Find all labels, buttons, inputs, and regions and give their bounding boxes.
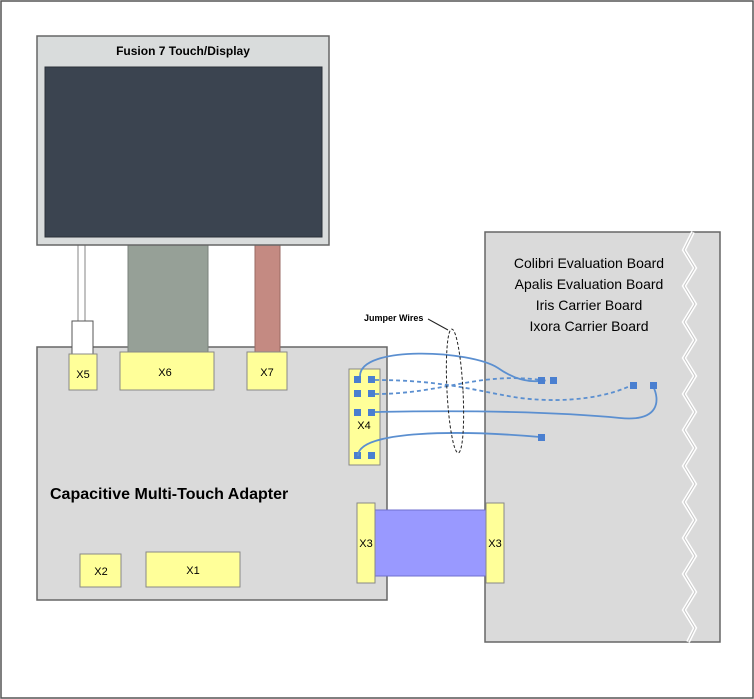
x6-flat-cable [127,244,209,354]
jumper-wires-label: Jumper Wires [364,313,423,323]
x4-pin [354,376,361,383]
connector-x1: X1 [145,551,241,588]
board-name-iris: Iris Carrier Board [536,297,643,313]
connector-x4-label: X4 [357,420,370,432]
wire-terminal [538,377,545,384]
connector-x3-left: X3 [356,502,376,584]
jumper-wire-4 [374,385,658,420]
jumper-wire-1 [359,352,541,383]
connector-x3-right-label: X3 [488,538,501,550]
connector-x5-label: X5 [76,369,89,381]
jumper-wire-3-dashed [374,379,633,401]
connector-x6-body [119,351,215,391]
board-name-apalis: Apalis Evaluation Board [515,276,664,292]
connector-x2: X2 [79,553,122,588]
wire-terminal [630,382,637,389]
adapter-title: Capacitive Multi-Touch Adapter [50,486,288,503]
connector-x7-body [246,351,288,391]
x5-plug [71,320,94,357]
connector-x4: X4 [348,368,381,466]
wire-terminal [538,434,545,441]
display-title: Fusion 7 Touch/Display [116,44,250,58]
connector-x1-label: X1 [186,565,199,577]
connector-x2-body [79,553,122,588]
x4-pin [354,409,361,416]
jumper-wires-bundle-outline [445,328,465,454]
connector-x5-body [68,353,98,391]
x7-flat-cable [254,244,281,354]
connector-x3-left-body [356,502,376,584]
touch-display: Fusion 7 Touch/Display [36,35,330,246]
connector-x3-right-body [485,502,505,584]
jumper-wires [357,352,658,457]
x4-pin [368,409,375,416]
connector-x5: X5 [68,353,98,391]
connector-x7-label: X7 [260,367,273,379]
x3-ribbon-cable [373,509,487,577]
connector-x3-left-label: X3 [359,538,372,550]
jumper-wire-2-dashed [374,377,549,395]
board-name-colibri: Colibri Evaluation Board [514,255,664,271]
x4-pin [368,390,375,397]
evaluation-board: Colibri Evaluation Board Apalis Evaluati… [484,231,721,643]
board-name-ixora: Ixora Carrier Board [529,318,648,334]
connector-x6: X6 [119,351,215,391]
torn-edge-line [683,231,696,643]
wire-terminal [550,377,557,384]
connector-x2-label: X2 [94,566,107,578]
connector-x7: X7 [246,351,288,391]
jumper-wires-leader-line [427,318,449,331]
evaluation-board-body [484,231,721,643]
x4-pin [368,452,375,459]
connector-x6-label: X6 [158,367,171,379]
connector-x4-body [348,368,381,466]
wire-terminal [650,382,657,389]
display-screen [44,66,323,238]
x4-pin [368,376,375,383]
jumper-wire-5 [357,432,541,457]
connector-x1-body [145,551,241,588]
connector-x3-right: X3 [485,502,505,584]
x4-pin [354,390,361,397]
